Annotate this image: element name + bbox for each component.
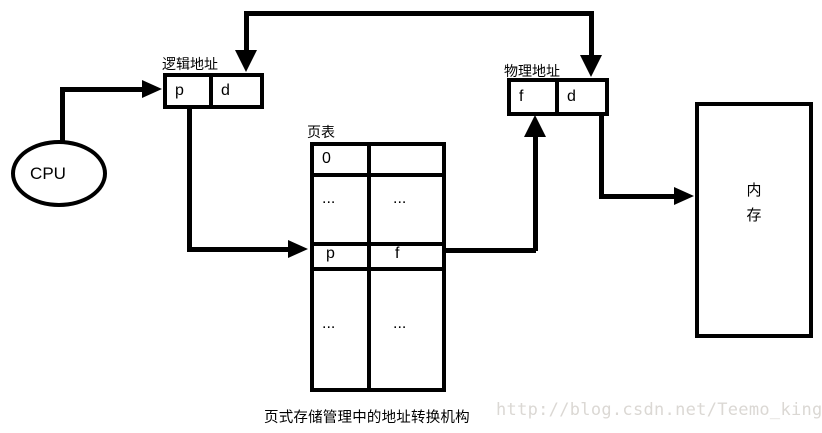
page-table-row-divider-3 xyxy=(314,267,442,271)
d-feedback-line-vertical-right xyxy=(589,11,594,55)
logical-address-register: p d xyxy=(163,73,264,109)
page-table-cell-r2c0: p xyxy=(326,245,335,262)
arrow-down-into-logical-d-icon xyxy=(235,50,257,72)
page-table-cell-r1c1: ... xyxy=(393,190,407,207)
memory-label-line2: 存 xyxy=(746,207,762,224)
p-lookup-horizontal xyxy=(187,247,288,252)
page-table-cell-r2c1: f xyxy=(395,245,400,262)
physical-address-register: f d xyxy=(507,78,609,116)
physical-d-cell: d xyxy=(567,88,576,105)
memory-access-horizontal xyxy=(599,194,674,199)
f-output-horizontal xyxy=(446,248,536,253)
page-table-cell-r3c0: ... xyxy=(322,315,336,332)
watermark-text: http://blog.csdn.net/Teemo_king xyxy=(496,400,822,420)
d-feedback-line-vertical-left xyxy=(244,11,249,50)
arrow-down-into-physical-d-icon xyxy=(580,55,602,77)
f-output-vertical xyxy=(533,137,538,251)
memory-access-vertical xyxy=(599,114,604,198)
physical-f-cell: f xyxy=(519,88,524,105)
page-table: 0 ... ... p f ... ... xyxy=(310,142,446,392)
diagram-caption: 页式存储管理中的地址转换机构 xyxy=(264,410,470,426)
page-table-row-divider-2 xyxy=(314,242,442,246)
logical-p-cell: p xyxy=(175,82,184,99)
page-table-row-divider-1 xyxy=(314,173,442,177)
logical-d-cell: d xyxy=(221,82,230,99)
memory-label-line1: 内 xyxy=(746,182,762,199)
p-lookup-vertical xyxy=(187,108,192,250)
logical-address-title: 逻辑地址 xyxy=(162,56,218,72)
arrow-up-into-physical-f-icon xyxy=(524,115,546,137)
cpu-label: CPU xyxy=(30,163,66,183)
page-table-cell-r3c1: ... xyxy=(393,315,407,332)
page-table-title: 页表 xyxy=(307,124,335,140)
page-table-cell-r1c0: ... xyxy=(322,190,336,207)
d-feedback-line-horizontal xyxy=(244,11,594,16)
arrow-right-into-memory-icon xyxy=(674,187,694,205)
memory-box: 内 存 xyxy=(695,102,813,338)
cpu-node: CPU xyxy=(11,140,107,207)
page-table-cell-r0c0: 0 xyxy=(322,150,331,167)
cpu-arrow-horizontal xyxy=(60,87,142,92)
cpu-arrow-vertical xyxy=(60,88,65,141)
arrow-right-into-page-table-icon xyxy=(288,240,308,258)
physical-address-title: 物理地址 xyxy=(504,63,560,79)
arrow-right-into-logical-box-icon xyxy=(142,80,162,98)
